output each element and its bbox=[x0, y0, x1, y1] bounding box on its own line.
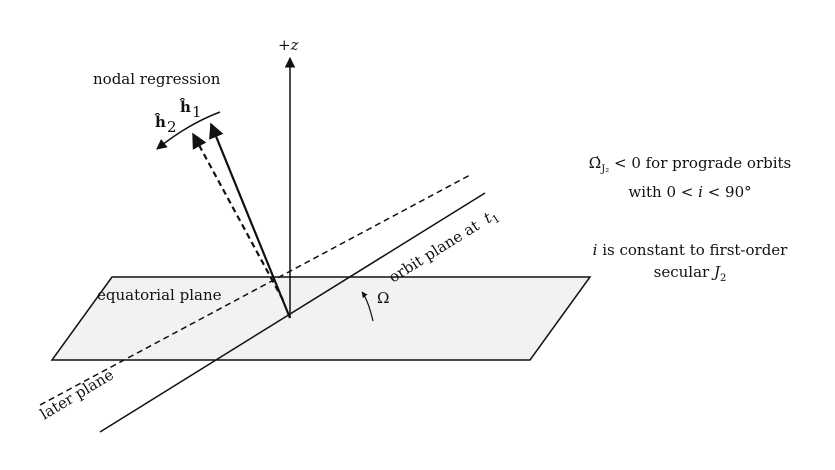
nodal-regression-arc bbox=[156, 111, 221, 150]
rate-note-text: < 0 for prograde orbits bbox=[609, 154, 792, 172]
rate-note-line2-var: i bbox=[698, 183, 703, 201]
rate-note-line2: with 0 < i < 90° bbox=[560, 181, 820, 203]
h2-symbol: ĥ bbox=[154, 113, 166, 131]
inclination-note-text: is constant to first-order bbox=[597, 241, 788, 259]
omega-dot-subscript: J₂ bbox=[601, 164, 610, 175]
inclination-note-line2-pre: secular bbox=[653, 263, 714, 281]
node-angle-arc bbox=[361, 291, 374, 322]
rate-note: Ω̇J₂ < 0 for prograde orbits with 0 < i … bbox=[560, 152, 820, 203]
node-angle-label: Ω bbox=[377, 289, 389, 307]
inclination-note-line2: secular J2 bbox=[560, 261, 820, 290]
rate-note-line1: Ω̇J₂ < 0 for prograde orbits bbox=[560, 152, 820, 181]
rate-note-line2-pre: with 0 < bbox=[628, 183, 699, 201]
h1-label: ĥ 1 bbox=[179, 98, 202, 121]
inclination-note: i is constant to first-order secular J2 bbox=[560, 239, 820, 290]
inclination-note-line1: i is constant to first-order bbox=[560, 239, 820, 261]
orbit-plane-line bbox=[99, 192, 486, 433]
later-plane-label: later plane bbox=[37, 365, 117, 423]
later-plane-line bbox=[39, 174, 471, 406]
equatorial-plane bbox=[50, 276, 592, 361]
nodal-regression-label: nodal regression bbox=[93, 70, 221, 88]
orbit-plane-text: orbit plane at bbox=[386, 217, 483, 287]
h2-label: ĥ 2 bbox=[154, 113, 177, 136]
h2-subscript: 2 bbox=[167, 118, 177, 136]
z-axis-label: +z bbox=[278, 36, 299, 54]
rate-note-line2-post: < 90° bbox=[702, 183, 752, 201]
h2-vector bbox=[192, 132, 284, 301]
h1-vector bbox=[209, 122, 292, 319]
later-plane-text: later plane bbox=[37, 365, 117, 423]
j2-subscript: 2 bbox=[719, 273, 727, 284]
j2-symbol: J bbox=[713, 263, 720, 281]
equatorial-plane-label: equatorial plane bbox=[97, 286, 222, 304]
h1-symbol: ĥ bbox=[179, 98, 191, 116]
inclination-var: i bbox=[592, 241, 598, 259]
omega-dot-symbol: Ω̇ bbox=[588, 154, 602, 172]
h1-subscript: 1 bbox=[192, 103, 202, 121]
